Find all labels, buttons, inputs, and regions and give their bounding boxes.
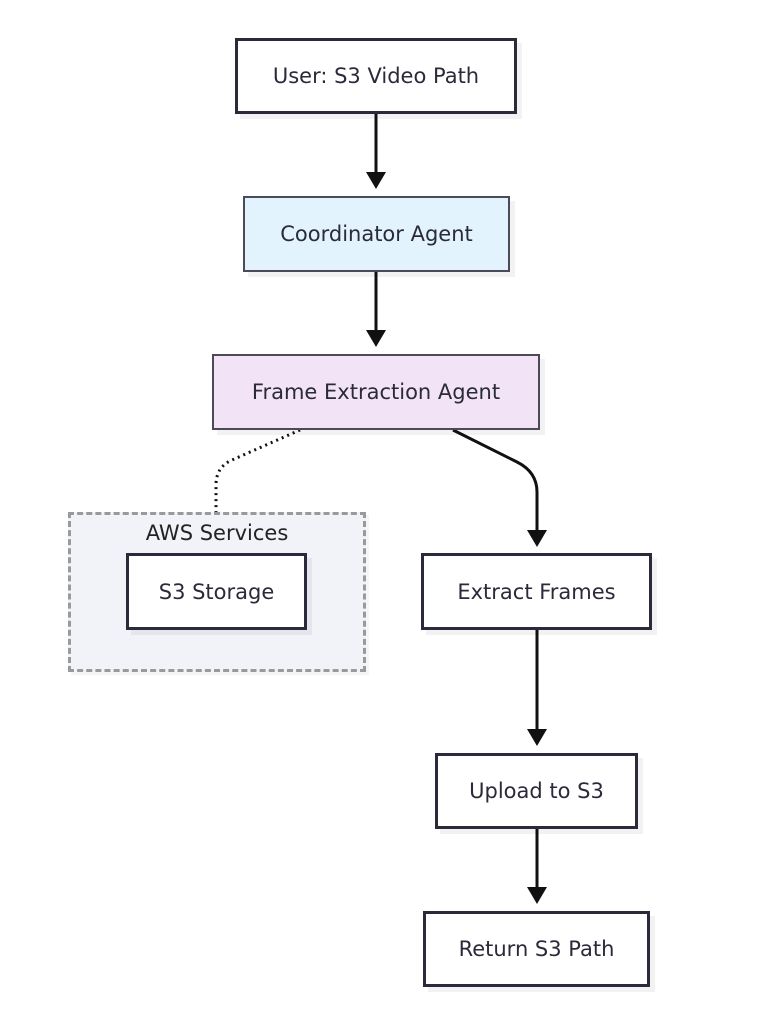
- edge-frame-extraction-to-extract-frames: [452, 428, 547, 547]
- node-frame-extraction-agent-label: Frame Extraction Agent: [251, 380, 501, 404]
- node-upload-to-s3-label: Upload to S3: [469, 779, 604, 803]
- node-s3-storage-label: S3 Storage: [158, 579, 275, 604]
- aws-services-group-label: AWS Services: [145, 521, 289, 545]
- node-return-s3-path-label: Return S3 Path: [458, 937, 615, 961]
- node-extract-frames-label: Extract Frames: [457, 579, 616, 604]
- node-user-s3-video-path[interactable]: User: S3 Video Path: [235, 38, 517, 114]
- node-upload-to-s3[interactable]: Upload to S3: [435, 753, 638, 829]
- node-coordinator-agent-label: Coordinator Agent: [280, 222, 473, 246]
- node-s3-storage[interactable]: S3 Storage: [126, 553, 307, 630]
- edge-user-to-coordinator: [366, 114, 386, 189]
- node-frame-extraction-agent[interactable]: Frame Extraction Agent: [212, 354, 540, 430]
- node-extract-frames[interactable]: Extract Frames: [421, 553, 652, 630]
- edge-extract-frames-to-upload: [527, 630, 547, 746]
- edge-upload-to-return-path: [527, 829, 547, 904]
- node-coordinator-agent[interactable]: Coordinator Agent: [243, 196, 510, 272]
- edge-coordinator-to-frame-extraction: [366, 272, 386, 347]
- node-return-s3-path[interactable]: Return S3 Path: [423, 911, 650, 987]
- node-user-s3-video-path-label: User: S3 Video Path: [272, 64, 480, 88]
